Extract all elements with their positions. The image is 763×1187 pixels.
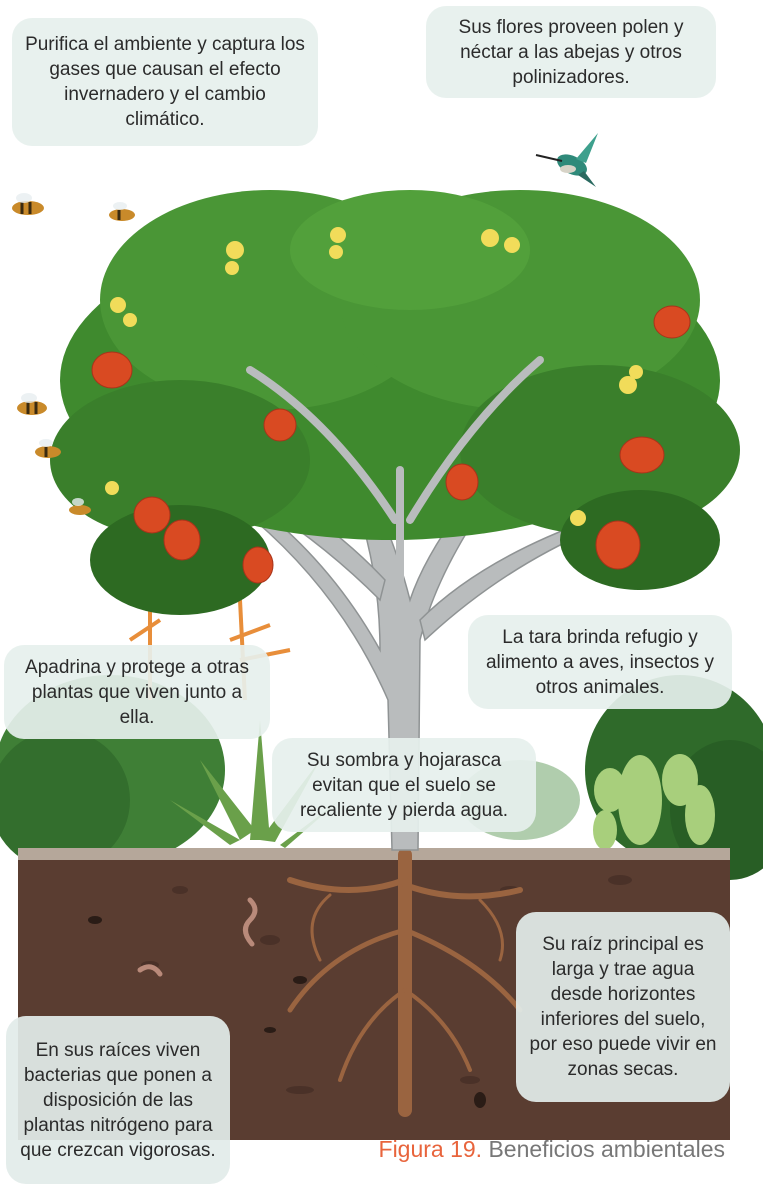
- callout-flowers: Sus flores proveen polen y néctar a las …: [426, 6, 716, 98]
- ground-surface: [18, 848, 730, 862]
- figure-caption: Figura 19. Beneficios ambientales: [379, 1136, 725, 1163]
- callout-root: Su raíz principal es larga y trae agua d…: [516, 912, 730, 1102]
- callout-bacteria: En sus raíces viven bacterias que ponen …: [6, 1016, 230, 1184]
- figure-number: Figura 19.: [379, 1136, 483, 1162]
- callout-shade: Su sombra y hojarasca evitan que el suel…: [272, 738, 536, 832]
- callout-sponsor: Apadrina y protege a otras plantas que v…: [4, 645, 270, 739]
- callout-shelter: La tara brinda refugio y alimento a aves…: [468, 615, 732, 709]
- callout-purify: Purifica el ambiente y captura los gases…: [12, 18, 318, 146]
- figure-title: Beneficios ambientales: [482, 1136, 725, 1162]
- hummingbird-icon: [536, 133, 598, 187]
